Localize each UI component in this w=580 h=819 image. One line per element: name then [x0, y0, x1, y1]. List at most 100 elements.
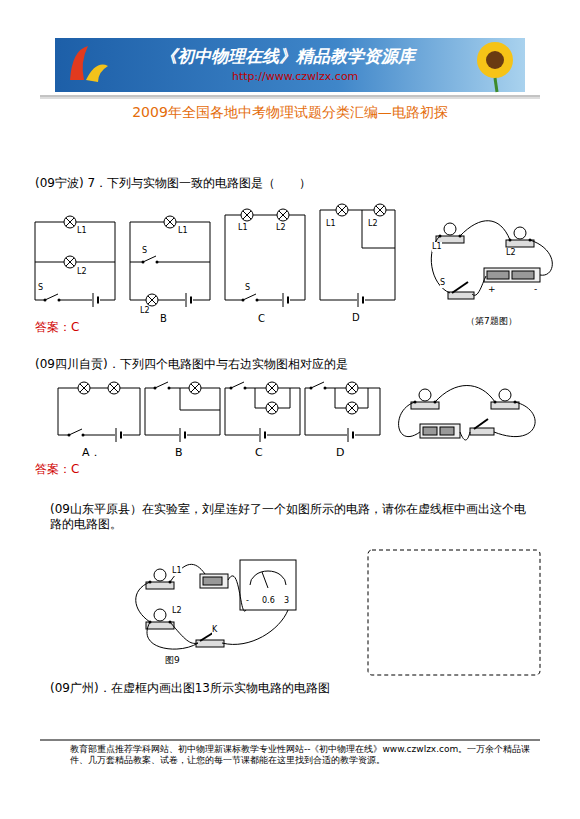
lamp-symbol [146, 294, 158, 306]
part-label: L2 [172, 606, 182, 616]
header-banner [55, 38, 525, 92]
option-letter: B [160, 313, 167, 326]
option-letter: B [175, 446, 183, 460]
wire [305, 388, 380, 435]
lamp-symbol [277, 209, 289, 221]
lamp-symbol [189, 382, 201, 394]
battery-box [420, 424, 460, 438]
lamp-holder [436, 223, 464, 243]
wire [180, 388, 220, 410]
terminal-label: - [246, 596, 249, 606]
battery-symbol [115, 428, 123, 442]
part-label: L2 [276, 223, 286, 233]
switch-symbol [68, 429, 85, 437]
battery-symbol [259, 428, 267, 442]
part-label: L2 [77, 267, 87, 277]
question-text: (09四川自贡)．下列四个电路图中与右边实物图相对应的是 [35, 357, 348, 372]
wire [225, 388, 300, 435]
option-letter: D [352, 312, 360, 325]
lamp-symbol [164, 216, 176, 228]
figure-caption: （第7题图） [466, 316, 517, 327]
dashed-answer-box [368, 550, 540, 675]
part-label: S [440, 278, 445, 288]
wire [460, 221, 510, 240]
lamp-holder [506, 227, 534, 247]
switch-symbol [242, 294, 259, 302]
battery-symbol [357, 293, 365, 307]
lamp-symbol [336, 204, 348, 216]
lamp-symbol [64, 256, 76, 268]
battery-symbol [347, 428, 355, 442]
wire [222, 610, 288, 644]
terminal-sign: - [534, 284, 537, 295]
wire [472, 276, 486, 295]
option-letter: D [336, 446, 344, 460]
option-letter: C [255, 446, 263, 460]
knife-switch [196, 631, 224, 647]
switch-symbol [142, 256, 159, 264]
rule [40, 98, 540, 99]
question-text: (09山东平原县）在实验室，刘星连好了一个如图所示的电路，请你在虚线框中画出这个… [50, 502, 530, 532]
banner-url: http://www.czwlzx.com [232, 70, 358, 84]
wire [130, 262, 210, 263]
wire [320, 210, 395, 300]
lamp-symbol [241, 209, 253, 221]
footer-text: 教育部重点推荐学科网站、初中物理新课标教学专业性网站--《初中物理在线》www.… [70, 744, 540, 767]
wire [145, 388, 220, 435]
lamp-symbol [108, 382, 120, 394]
wire [136, 582, 150, 622]
wire [225, 215, 305, 300]
logo-mark [86, 65, 108, 82]
lamp-symbol [64, 216, 76, 228]
battery-box [484, 268, 540, 282]
part-label: L1 [326, 219, 336, 229]
part-label: S [38, 283, 43, 293]
figure-caption: 图9 [165, 655, 180, 666]
lamp-symbol [346, 402, 358, 414]
lamp-symbol [78, 382, 90, 394]
wire [170, 622, 198, 643]
part-label: L1 [172, 566, 182, 576]
logo-mark [70, 46, 88, 80]
switch-symbol [310, 382, 327, 390]
battery-box [200, 574, 228, 588]
ammeter [240, 560, 296, 610]
question-text: (09广州)．在虚框内画出图13所示实物电路的电路图 [50, 681, 330, 696]
part-label: S [142, 246, 147, 256]
wire [130, 222, 210, 300]
knife-switch [470, 419, 494, 435]
page-title: 2009年全国各地中考物理试题分类汇编—电路初探 [0, 104, 580, 122]
terminal-label: 0.6 [262, 596, 275, 606]
option-letter: A． [82, 446, 101, 460]
question-text: (09宁波) 7．下列与实物图一致的电路图是（ ） [35, 176, 311, 191]
lamp-symbol [266, 402, 278, 414]
knife-switch [448, 282, 474, 299]
terminal-label: 3 [284, 596, 289, 606]
wire [228, 576, 246, 611]
lamp-symbol [346, 382, 358, 394]
wire [399, 402, 420, 437]
lamp-holder [146, 569, 174, 589]
lamp-holder [491, 389, 519, 409]
wire [530, 240, 552, 275]
battery-symbol [185, 293, 193, 307]
wire [58, 388, 140, 435]
answer-text: 答案：C [35, 320, 79, 335]
battery-symbol [282, 293, 290, 307]
part-label: L1 [77, 226, 87, 236]
switch-symbol [44, 294, 61, 302]
wire [170, 564, 205, 582]
wire [435, 386, 495, 403]
wire [147, 622, 198, 649]
footer-rule [40, 740, 540, 741]
battery-symbol [92, 293, 100, 307]
lamp-holder [411, 389, 439, 409]
part-label: L2 [368, 219, 378, 229]
lamp-holder [146, 609, 174, 629]
part-label: L2 [140, 306, 150, 316]
wire [35, 222, 115, 300]
sunflower [477, 42, 513, 92]
wire [460, 432, 470, 440]
part-label: L2 [506, 248, 516, 258]
wire [494, 402, 535, 437]
